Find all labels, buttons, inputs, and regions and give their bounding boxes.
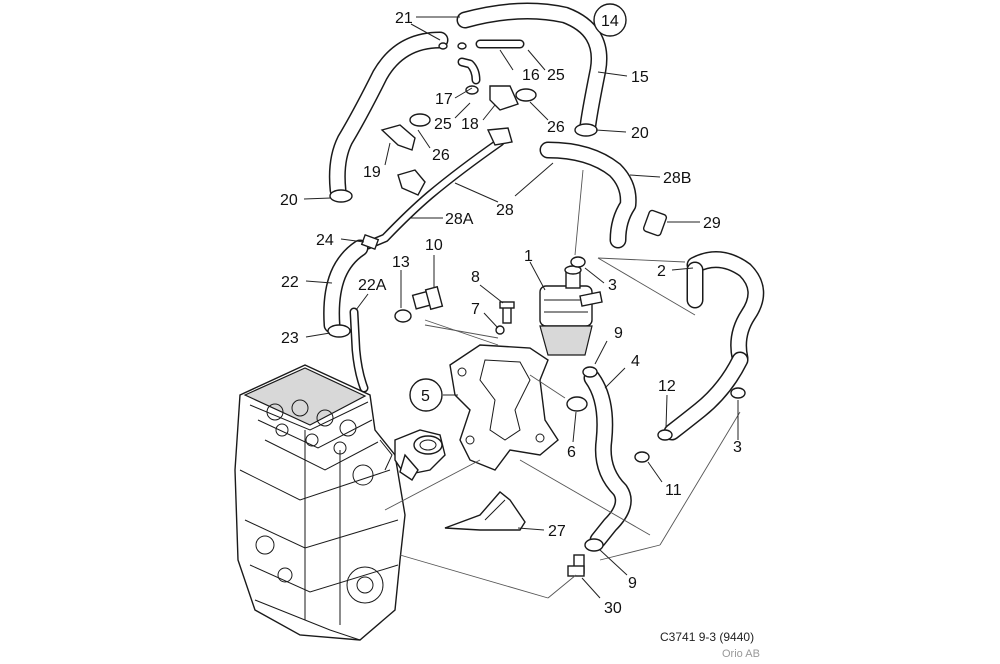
callout-14: 14	[601, 13, 619, 30]
bracket-5	[449, 344, 559, 471]
callout-24: 24	[316, 232, 334, 249]
hose-28B	[539, 141, 637, 249]
callout-29: 29	[703, 215, 721, 232]
callout-21: 21	[395, 10, 413, 27]
callout-8: 8	[471, 269, 480, 286]
callout-7: 7	[471, 301, 480, 318]
sensor-30	[567, 554, 585, 577]
bracket-18	[486, 85, 519, 146]
callout-23: 23	[281, 330, 299, 347]
callout-20-right: 20	[631, 125, 649, 142]
callout-3-lower: 3	[733, 439, 742, 456]
callout-17: 17	[435, 91, 453, 108]
company-credit: Orio AB	[722, 648, 760, 660]
callout-28: 28	[496, 202, 514, 219]
callout-25-upper: 25	[547, 67, 565, 84]
callout-25-lower: 25	[434, 116, 452, 133]
bolt-8	[495, 301, 515, 335]
clamps	[327, 42, 746, 552]
callout-26-left: 26	[432, 147, 450, 164]
leader-lines	[303, 16, 739, 599]
callout-5: 5	[421, 388, 430, 405]
callout-10: 10	[425, 237, 443, 254]
bolt-10	[411, 285, 444, 311]
callout-19: 19	[363, 164, 381, 181]
pipe-28	[363, 137, 505, 250]
callout-4: 4	[631, 353, 640, 370]
callout-20-left: 20	[280, 192, 298, 209]
callout-3-upper: 3	[608, 277, 617, 294]
thermostat-housing	[394, 429, 446, 481]
pump-1	[539, 265, 603, 356]
callout-28B: 28B	[663, 170, 691, 187]
callout-labels: 21 14 15 16 25 17 25 18 26 20 19 26 28B …	[280, 3, 742, 617]
callout-circle-5	[409, 378, 443, 412]
callout-13: 13	[392, 254, 410, 271]
engine-block	[234, 364, 406, 641]
callout-18: 18	[461, 116, 479, 133]
callout-22A: 22A	[358, 277, 387, 294]
guide-lines	[384, 169, 741, 599]
connector-29	[642, 209, 668, 237]
callout-28A: 28A	[445, 211, 474, 228]
hose-22A	[349, 307, 369, 393]
callout-9-upper: 9	[614, 325, 623, 342]
callout-16: 16	[522, 67, 540, 84]
hose-4	[583, 369, 632, 549]
callout-circle-14	[593, 3, 627, 37]
bracket-27	[444, 491, 526, 531]
callout-30: 30	[604, 600, 622, 617]
hose-2	[663, 251, 765, 441]
hose-21	[328, 31, 449, 199]
callout-11: 11	[665, 482, 682, 499]
callout-15: 15	[631, 69, 649, 86]
hose-22	[323, 239, 369, 334]
bracket-19	[380, 124, 426, 196]
callout-12: 12	[658, 378, 676, 395]
callout-2: 2	[657, 263, 666, 280]
hose-15	[456, 2, 608, 134]
callout-26-right: 26	[547, 119, 565, 136]
callout-9-lower: 9	[628, 575, 637, 592]
diagram-code: C3741 9-3 (9440)	[660, 630, 754, 644]
footer: C3741 9-3 (9440) Orio AB	[660, 630, 760, 660]
elbow-17	[457, 57, 481, 85]
callout-27: 27	[548, 523, 566, 540]
callout-6: 6	[567, 444, 576, 461]
callout-1: 1	[524, 248, 533, 265]
callout-22: 22	[281, 274, 299, 291]
